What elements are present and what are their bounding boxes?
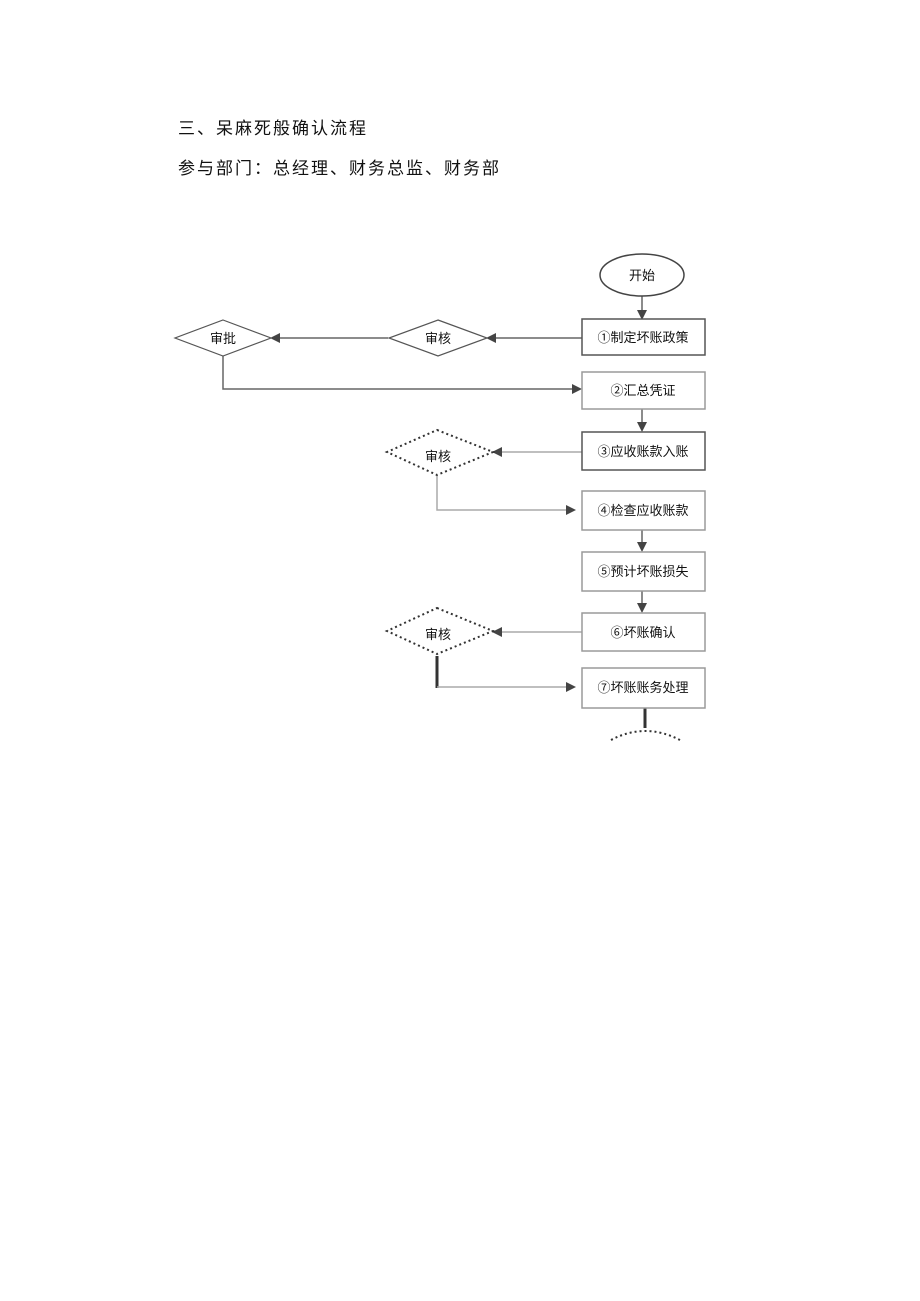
step-7: ⑦坏账账务处理	[581, 667, 706, 709]
step-1-label: ①制定坏账政策	[597, 330, 688, 346]
start-label: 开始	[629, 269, 655, 284]
decision-review-3: 审核	[384, 606, 496, 656]
decision-review-2: 审核	[384, 428, 496, 477]
decision-review-2-label: 审核	[425, 450, 451, 465]
step-3: ③应收账款入账	[581, 431, 706, 471]
departments-text: 参与部门：总经理、财务总监、财务部	[178, 159, 501, 179]
step-7-label: ⑦坏账账务处理	[597, 680, 688, 696]
decision-review-1: 审核	[387, 319, 489, 357]
end-node-partial	[610, 730, 681, 741]
decision-review-1-label: 审核	[425, 332, 451, 347]
page-title: 三、呆麻死般确认流程	[178, 119, 368, 139]
decision-approve-label: 审批	[210, 332, 236, 347]
edge-approve-step2	[222, 356, 582, 394]
step-6-label: ⑥坏账确认	[610, 626, 675, 641]
step-2-label: ②汇总凭证	[610, 384, 675, 399]
step-3-label: ③应收账款入账	[597, 444, 688, 460]
start-node: 开始	[599, 253, 685, 297]
step-4-label: ④检查应收账款	[597, 503, 688, 519]
step-2: ②汇总凭证	[581, 371, 706, 410]
connectors	[222, 296, 647, 728]
decision-review-3-label: 审核	[425, 628, 451, 643]
step-1: ①制定坏账政策	[581, 318, 706, 356]
step-5: ⑤预计坏账损失	[581, 551, 706, 592]
step-6: ⑥坏账确认	[581, 612, 706, 652]
step-4: ④检查应收账款	[581, 490, 706, 531]
step-5-label: ⑤预计坏账损失	[597, 565, 688, 580]
edge-review2-step4	[436, 476, 576, 515]
decision-approve: 审批	[173, 319, 273, 357]
